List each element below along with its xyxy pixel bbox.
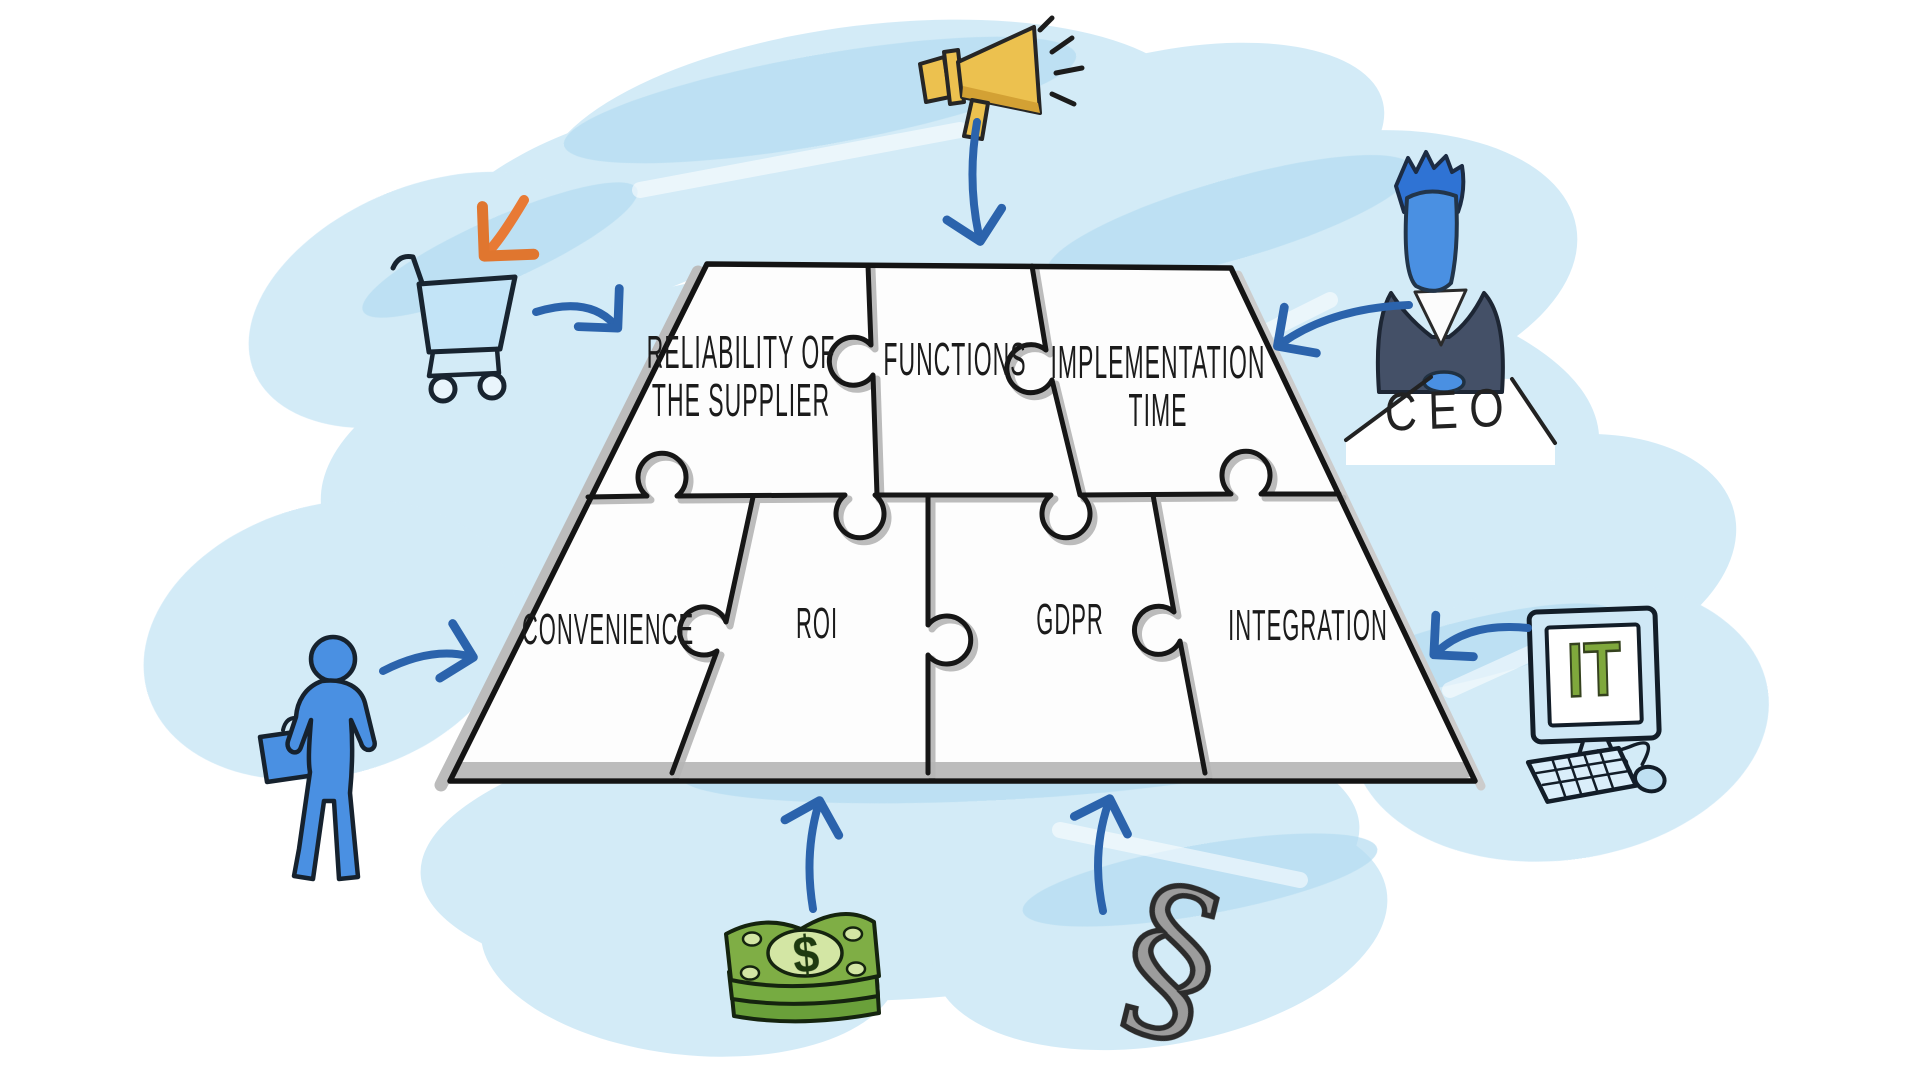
- ceo-face: [1403, 189, 1459, 293]
- puzzle-board: [434, 261, 1486, 792]
- arrow-it-to-puzzle: [1429, 610, 1532, 662]
- dollar-bills-icon: [724, 912, 881, 1024]
- arrow-person-to-puzzle: [379, 619, 478, 683]
- ceo-desk: [1346, 377, 1555, 465]
- person-briefcase-icon: [257, 634, 377, 882]
- flow-arrows: [379, 118, 1532, 915]
- label-line: RELIABILITY OF: [646, 326, 836, 378]
- it-computer-icon: [1525, 605, 1667, 804]
- puzzle-dividers: [585, 262, 1342, 776]
- divider-functions-implementation: [1004, 263, 1083, 498]
- board-outline: [447, 261, 1478, 784]
- arrow-into-cart: [476, 195, 540, 262]
- label-line: THE SUPPLIER: [651, 374, 831, 426]
- shopping-cart-icon: [390, 254, 518, 404]
- person-body: [285, 678, 377, 882]
- divider-reliability-functions: [826, 262, 880, 498]
- ceo-person-icon: [1344, 150, 1557, 465]
- divider-roi-gdpr: [925, 492, 974, 776]
- puzzle-piece-label-convenience: CONVENIENCE: [521, 605, 695, 654]
- board-shadow-edges: [434, 265, 1486, 792]
- arrow-money-to-puzzle: [780, 796, 844, 913]
- megaphone-icon: [918, 15, 1085, 141]
- mouse: [1633, 764, 1667, 794]
- it-screen-label: IT: [1565, 625, 1624, 715]
- puzzle-piece-label-integration: INTEGRATION: [1228, 601, 1388, 650]
- puzzle-piece-label-reliability: RELIABILITY OF THE SUPPLIER: [647, 328, 836, 424]
- dollar-symbol-label: $: [790, 924, 822, 986]
- label-line: TIME: [1128, 384, 1188, 436]
- divider-convenience-roi: [669, 494, 756, 776]
- divider-gdpr-integration: [1132, 492, 1208, 776]
- arrow-ceo-to-puzzle: [1273, 301, 1413, 358]
- person-head: [308, 634, 358, 684]
- arrow-section-to-puzzle: [1069, 794, 1132, 915]
- puzzle-piece-label-gdpr: GDPR: [1036, 595, 1104, 644]
- row-divider: [585, 448, 1342, 541]
- puzzle-piece-label-implementation: IMPLEMENTATION TIME: [1050, 338, 1265, 434]
- ceo-desk-label: CEO: [1383, 377, 1517, 443]
- arrow-cart-to-puzzle: [532, 284, 624, 333]
- puzzle-piece-label-functions: FUNCTIONS: [883, 333, 1027, 385]
- arrow-megaphone-to-puzzle: [942, 118, 1007, 246]
- puzzle-piece-label-roi: ROI: [795, 599, 839, 648]
- label-line: IMPLEMENTATION: [1050, 336, 1266, 388]
